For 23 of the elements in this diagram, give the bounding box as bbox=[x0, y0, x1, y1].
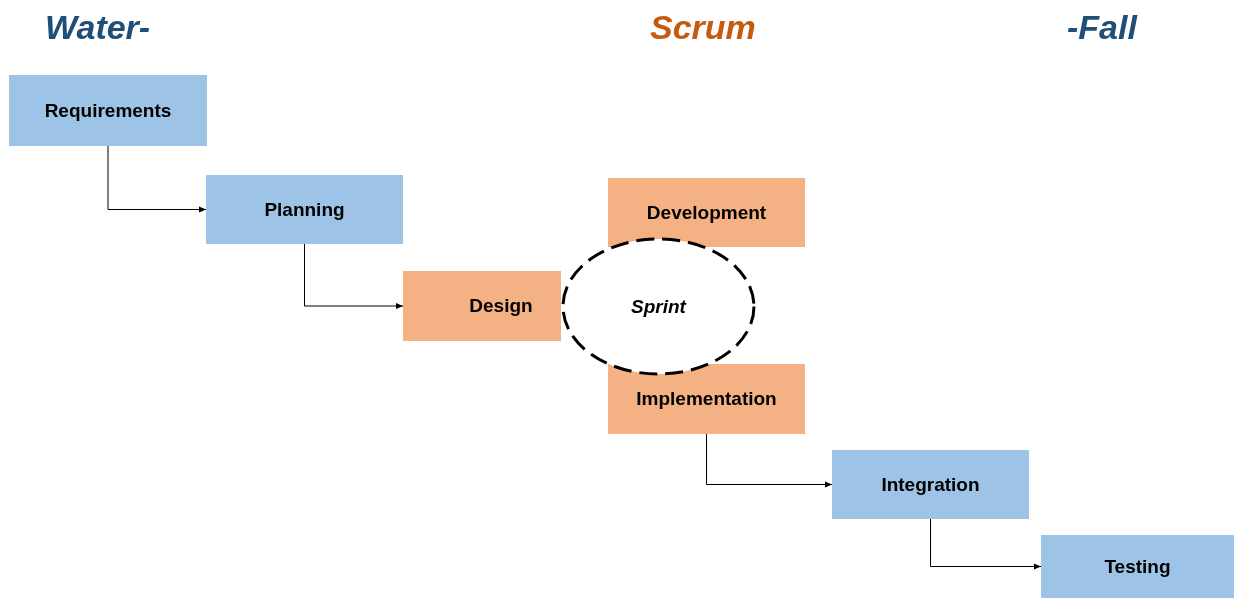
node-label: Integration bbox=[881, 473, 980, 496]
process-box bbox=[206, 175, 403, 244]
connector-arrow bbox=[706, 433, 833, 488]
connector-arrow bbox=[930, 518, 1042, 570]
process-box bbox=[9, 75, 207, 146]
process-box bbox=[608, 364, 805, 434]
process-box bbox=[403, 271, 561, 341]
node-label: Design bbox=[469, 295, 533, 317]
dashed-ellipse bbox=[561, 237, 756, 376]
heading-word: -Fall bbox=[1067, 8, 1137, 47]
node-label: Sprint bbox=[631, 295, 686, 318]
heading-word: Water- bbox=[45, 8, 151, 47]
node-label: Planning bbox=[264, 198, 345, 221]
connector-arrow bbox=[107, 145, 207, 213]
node-label: Requirements bbox=[44, 99, 172, 122]
node-label: Implementation bbox=[636, 388, 777, 410]
process-box bbox=[1041, 535, 1234, 598]
connector-arrow bbox=[304, 243, 404, 309]
node-label: Testing bbox=[1104, 555, 1171, 578]
process-box bbox=[832, 450, 1029, 519]
heading-word: Scrum bbox=[650, 8, 756, 47]
process-box bbox=[608, 178, 805, 247]
node-label: Development bbox=[646, 201, 767, 224]
